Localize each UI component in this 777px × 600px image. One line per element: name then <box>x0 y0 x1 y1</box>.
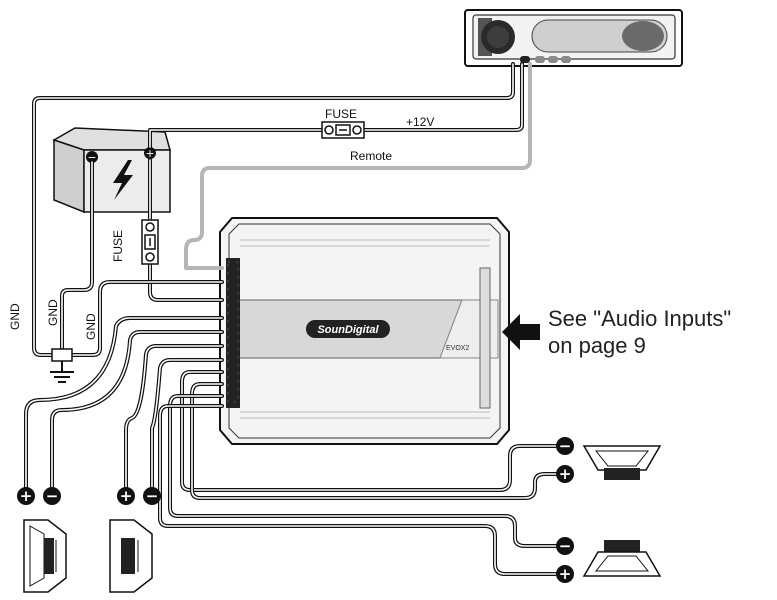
fuse-label-side: FUSE <box>111 230 125 262</box>
speaker-wire-rear-right <box>158 394 562 576</box>
audio-inputs-note: See "Audio Inputs" <box>548 306 731 331</box>
svg-text:−: − <box>559 537 572 555</box>
svg-text:+: + <box>120 487 133 505</box>
speaker-wire-rear-left <box>124 344 224 490</box>
model-label: EVOX2 <box>446 345 469 352</box>
brand-logo: SounDigital <box>317 324 379 336</box>
fuse-icon <box>141 219 159 265</box>
power-wire <box>148 62 524 149</box>
speaker-icon <box>23 519 67 593</box>
battery-ground-wire <box>60 160 94 350</box>
arrow-left-icon <box>502 314 540 350</box>
gnd-label-3: GND <box>84 313 98 340</box>
battery-icon: − + <box>52 127 171 214</box>
terminal-minus: − <box>556 437 574 455</box>
terminal-plus: + <box>556 465 574 483</box>
remote-label: Remote <box>350 149 392 163</box>
speaker-icon <box>582 445 662 480</box>
fuse-icon <box>321 121 365 139</box>
svg-text:−: − <box>46 487 59 505</box>
head-unit-icon <box>464 9 683 67</box>
lightning-bolt-icon <box>113 160 133 200</box>
terminal-minus: − <box>143 487 161 505</box>
svg-text:+: + <box>559 565 572 583</box>
fuse-label-top: FUSE <box>325 107 357 121</box>
svg-text:+: + <box>559 465 572 483</box>
ground-symbol-icon <box>50 348 74 383</box>
speaker-wire-front-left <box>24 316 224 490</box>
amp-power-wire <box>148 158 224 302</box>
gnd-label-2: GND <box>46 299 60 326</box>
svg-text:−: − <box>87 151 96 164</box>
terminal-minus: − <box>556 537 574 555</box>
speaker-icon <box>109 519 153 593</box>
gnd-wire-head-unit <box>32 62 515 357</box>
amp-ground-wire <box>70 280 224 357</box>
terminal-minus: − <box>43 487 61 505</box>
svg-text:+: + <box>20 487 33 505</box>
terminal-plus: + <box>556 565 574 583</box>
svg-text:+: + <box>145 147 154 160</box>
terminal-plus: + <box>117 487 135 505</box>
page-reference-note: on page 9 <box>548 333 646 358</box>
remote-wire <box>184 62 532 270</box>
svg-text:−: − <box>559 437 572 455</box>
speaker-icon <box>582 540 662 577</box>
svg-text:−: − <box>146 487 159 505</box>
terminal-plus: + <box>17 487 35 505</box>
speaker-wire-front-right <box>180 370 562 500</box>
amplifier: SounDigital EVOX2 <box>219 217 510 445</box>
gnd-label-1: GND <box>8 303 22 330</box>
plus12v-label: +12V <box>406 115 434 129</box>
